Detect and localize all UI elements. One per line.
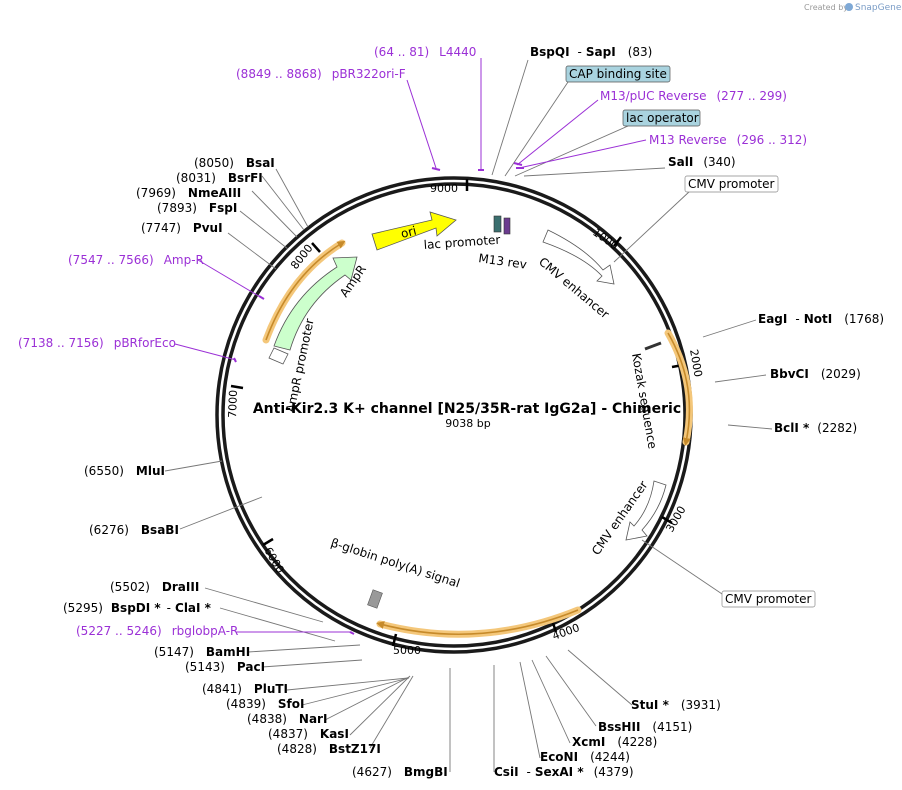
site-label[interactable]: (7747)PvuI xyxy=(141,221,223,235)
site-label[interactable]: BclI *(2282) xyxy=(774,421,857,435)
beta-globin-feature[interactable] xyxy=(367,589,383,609)
site-label[interactable]: CsiI-SexAI *(4379) xyxy=(494,765,634,779)
site-label[interactable]: (5147)BamHI xyxy=(154,645,250,659)
kozak-feature[interactable] xyxy=(644,341,662,351)
site-label[interactable]: (4837)KasI xyxy=(268,727,349,741)
beta-globin-label: β-globin poly(A) signal xyxy=(329,536,462,591)
primer-marks xyxy=(233,162,524,635)
site-label[interactable]: (7969)NmeAIII xyxy=(136,186,241,200)
site-label[interactable]: (5502)DraIII xyxy=(110,580,199,594)
tick-label: 9000 xyxy=(430,182,458,195)
backbone-inner xyxy=(221,182,687,648)
svg-text:CAP binding site: CAP binding site xyxy=(569,67,667,81)
site-label[interactable]: (8031)BsrFI xyxy=(176,171,263,185)
orf-arcs xyxy=(262,239,693,638)
lac-promoter-feature[interactable] xyxy=(493,215,502,233)
primer-label: (8849 .. 8868)pBR322ori-F xyxy=(236,67,406,81)
site-label[interactable]: EcoNI(4244) xyxy=(540,750,630,764)
site-label[interactable]: SalI(340) xyxy=(668,155,736,169)
ori-feature[interactable] xyxy=(371,211,457,251)
m13-rev-label: M13 rev xyxy=(478,251,528,272)
ampr-promoter-feature[interactable] xyxy=(268,347,289,365)
credit-label: Created by xyxy=(804,3,848,12)
site-label[interactable]: (5143)PacI xyxy=(185,660,265,674)
m13-rev-feature[interactable] xyxy=(503,217,511,235)
tick-label: 7000 xyxy=(226,390,240,418)
ampr-feature[interactable] xyxy=(273,256,358,351)
site-label[interactable]: BssHII(4151) xyxy=(598,720,692,734)
site-label[interactable]: (4841)PluTI xyxy=(202,682,288,696)
site-leader-lines xyxy=(164,59,773,772)
feature-box-lac-operator[interactable]: lac operator xyxy=(622,109,701,127)
tick-marks xyxy=(230,179,684,647)
site-label[interactable]: BspQI-SapI(83) xyxy=(530,45,652,59)
site-label[interactable]: StuI *(3931) xyxy=(631,698,721,712)
svg-text:lac operator: lac operator xyxy=(626,111,699,125)
site-label[interactable]: XcmI(4228) xyxy=(572,735,657,749)
cmv-enhancer-feature[interactable] xyxy=(625,480,667,541)
feature-box-cmv-promoter[interactable]: CMV promoter xyxy=(684,175,779,193)
site-label[interactable]: (4627)BmgBI xyxy=(352,765,448,779)
site-label[interactable]: (4838)NarI xyxy=(247,712,327,726)
svg-text:CMV promoter: CMV promoter xyxy=(688,177,775,191)
tick-label: 2000 xyxy=(687,348,705,378)
feature-box-cmv-promoter[interactable]: CMV promoter xyxy=(721,590,816,608)
site-label[interactable]: (7893)FspI xyxy=(157,201,237,215)
lac-promoter-label: lac promoter xyxy=(423,233,501,252)
site-label[interactable]: (6550)MluI xyxy=(84,464,165,478)
site-label[interactable]: (6276)BsaBI xyxy=(89,523,179,537)
ori-label: ori xyxy=(399,224,418,241)
map-length: 9038 bp xyxy=(445,417,490,430)
primer-label: (7547 .. 7566)Amp-R xyxy=(68,253,204,267)
primer-label: (5227 .. 5246)rbglobpA-R xyxy=(76,624,238,638)
primer-label: M13/pUC Reverse(277 .. 299) xyxy=(600,89,787,103)
primer-leader-lines xyxy=(174,58,647,633)
tick-label: 5000 xyxy=(393,644,421,657)
cmv-enhancer-label: CMV enhancer xyxy=(536,255,612,322)
site-label[interactable]: (4839)SfoI xyxy=(226,697,304,711)
cmv-enhancer-feature[interactable] xyxy=(542,229,615,285)
site-label[interactable]: (8050)BsaI xyxy=(194,156,275,170)
credit-brand: SnapGene xyxy=(855,3,902,13)
primer-label: (7138 .. 7156)pBRforEco xyxy=(18,336,176,350)
primer-label: M13 Reverse(296 .. 312) xyxy=(649,133,807,147)
feature-box-cap[interactable]: CAP binding site xyxy=(565,65,671,83)
snapgene-logo-icon xyxy=(845,3,853,11)
site-label[interactable]: EagI-NotI(1768) xyxy=(758,312,884,326)
svg-text:CMV promoter: CMV promoter xyxy=(725,592,812,606)
site-label[interactable]: (4828)BstZ17I xyxy=(277,742,381,756)
site-label[interactable]: (5295)BspDI *-ClaI * xyxy=(63,601,212,615)
primer-label: (64 .. 81)L4440 xyxy=(374,45,476,59)
site-label[interactable]: BbvCI(2029) xyxy=(770,367,861,381)
map-title: Anti-Kir2.3 K+ channel [N25/35R-rat IgG2… xyxy=(253,401,681,417)
